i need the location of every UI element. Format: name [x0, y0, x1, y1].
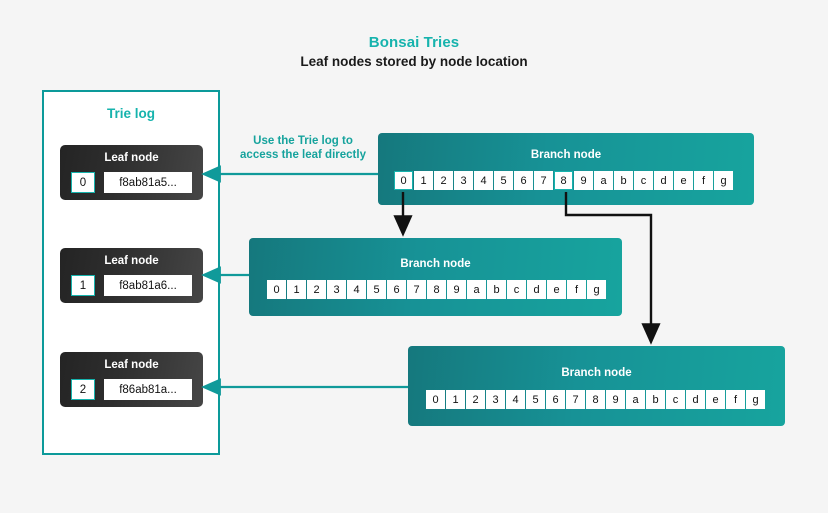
branch-cell-0[interactable]: 0	[394, 171, 413, 190]
branch-cell-5[interactable]: 5	[526, 390, 545, 409]
leaf-node-hash: f8ab81a5...	[104, 172, 192, 193]
branch-node-label: Branch node	[561, 367, 632, 379]
branch-cell-f[interactable]: f	[726, 390, 745, 409]
branch-cell-0[interactable]: 0	[267, 280, 286, 299]
trie-log-title: Trie log	[106, 106, 155, 121]
leaf-node-card[interactable]: Leaf node 1 f8ab81a6...	[60, 248, 203, 303]
branch-cell-5[interactable]: 5	[494, 171, 513, 190]
leaf-node-label: Leaf node	[104, 152, 159, 164]
branch-cell-d[interactable]: d	[654, 171, 673, 190]
branch-cell-2[interactable]: 2	[466, 390, 485, 409]
branch-cell-1[interactable]: 1	[414, 171, 433, 190]
branch-cell-b[interactable]: b	[487, 280, 506, 299]
annotation-line-2: access the leaf directly	[240, 149, 366, 161]
branch-cell-2[interactable]: 2	[307, 280, 326, 299]
branch-cell-4[interactable]: 4	[506, 390, 525, 409]
page-subtitle: Leaf nodes stored by node location	[300, 54, 528, 69]
leaf-node-label: Leaf node	[104, 359, 159, 371]
leaf-node-card[interactable]: Leaf node 2 f86ab81a...	[60, 352, 203, 407]
leaf-node-index: 2	[71, 379, 95, 400]
branch-cell-g[interactable]: g	[587, 280, 606, 299]
branch-cell-9[interactable]: 9	[447, 280, 466, 299]
branch-node-label: Branch node	[530, 149, 602, 161]
leaf-node-label: Leaf node	[104, 255, 159, 267]
branch-cell-d[interactable]: d	[686, 390, 705, 409]
branch-cell-9[interactable]: 9	[606, 390, 625, 409]
branch-cell-7[interactable]: 7	[407, 280, 426, 299]
branch-cell-3[interactable]: 3	[327, 280, 346, 299]
branch-cell-a[interactable]: a	[626, 390, 645, 409]
branch-cell-8[interactable]: 8	[554, 171, 573, 190]
branch-cell-b[interactable]: b	[646, 390, 665, 409]
branch-cell-f[interactable]: f	[567, 280, 586, 299]
branch-cell-g[interactable]: g	[714, 171, 733, 190]
branch-cell-a[interactable]: a	[594, 171, 613, 190]
branch-cell-3[interactable]: 3	[454, 171, 473, 190]
branch-cell-6[interactable]: 6	[514, 171, 533, 190]
branch-cell-4[interactable]: 4	[347, 280, 366, 299]
page-title: Bonsai Tries	[368, 34, 460, 51]
leaf-node-hash: f8ab81a6...	[104, 275, 192, 296]
branch-cell-e[interactable]: e	[674, 171, 693, 190]
branch-cell-e[interactable]: e	[547, 280, 566, 299]
branch-cell-a[interactable]: a	[467, 280, 486, 299]
branch-cell-d[interactable]: d	[527, 280, 546, 299]
branch-cell-1[interactable]: 1	[287, 280, 306, 299]
branch-cell-2[interactable]: 2	[434, 171, 453, 190]
branch-cell-b[interactable]: b	[614, 171, 633, 190]
branch-cell-6[interactable]: 6	[546, 390, 565, 409]
branch-cell-c[interactable]: c	[507, 280, 526, 299]
leaf-node-index: 0	[71, 172, 95, 193]
branch-cell-7[interactable]: 7	[534, 171, 553, 190]
annotation-line-1: Use the Trie log to	[253, 135, 353, 147]
leaf-node-hash: f86ab81a...	[104, 379, 192, 400]
branch-cell-3[interactable]: 3	[486, 390, 505, 409]
leaf-node-index: 1	[71, 275, 95, 296]
branch-node-label: Branch node	[400, 258, 471, 270]
branch-cell-4[interactable]: 4	[474, 171, 493, 190]
branch-cell-1[interactable]: 1	[446, 390, 465, 409]
branch-cell-f[interactable]: f	[694, 171, 713, 190]
branch-cell-g[interactable]: g	[746, 390, 765, 409]
annotation-trie-log-access: Use the Trie log to access the leaf dire…	[228, 134, 378, 162]
leaf-node-card[interactable]: Leaf node 0 f8ab81a5...	[60, 145, 203, 200]
branch-cell-8[interactable]: 8	[427, 280, 446, 299]
branch-cell-5[interactable]: 5	[367, 280, 386, 299]
branch-cell-0[interactable]: 0	[426, 390, 445, 409]
branch-cell-9[interactable]: 9	[574, 171, 593, 190]
branch-cell-c[interactable]: c	[634, 171, 653, 190]
branch-cell-7[interactable]: 7	[566, 390, 585, 409]
branch-cell-8[interactable]: 8	[586, 390, 605, 409]
branch-cell-c[interactable]: c	[666, 390, 685, 409]
branch-cell-e[interactable]: e	[706, 390, 725, 409]
branch-cell-6[interactable]: 6	[387, 280, 406, 299]
